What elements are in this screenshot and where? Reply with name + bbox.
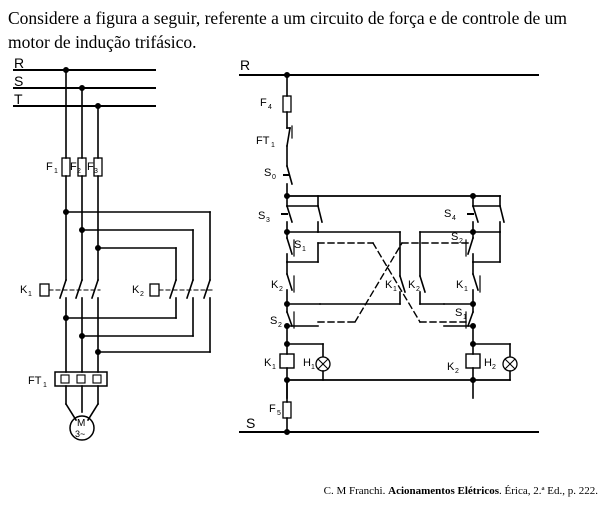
phase-label-s: S	[14, 73, 23, 89]
phase-label-t: T	[14, 91, 23, 107]
overload-relay-ft1	[54, 371, 108, 387]
button-s3	[281, 195, 294, 224]
label-s1-right: S	[455, 307, 462, 319]
label-ft1-control: FT	[256, 135, 270, 147]
svg-text:2: 2	[279, 286, 283, 293]
contact-k1-mid	[398, 274, 407, 294]
svg-text:3: 3	[266, 217, 270, 224]
svg-text:1: 1	[393, 286, 397, 293]
label-s3: S	[258, 210, 265, 222]
svg-text:1: 1	[311, 364, 315, 371]
citation-details: . Érica, 2.ª Ed., p. 222.	[499, 485, 598, 497]
contactor-k1	[39, 278, 101, 300]
label-s2-right: S	[451, 231, 458, 243]
label-s4: S	[444, 208, 451, 220]
motor-phase-label: 3~	[75, 429, 85, 439]
lamp-h1	[315, 356, 331, 372]
fuse-f1	[61, 157, 71, 177]
label-k2-coil: K	[447, 361, 455, 373]
label-f4: F	[260, 97, 267, 109]
fuse-f4	[282, 95, 292, 113]
button-s0	[283, 165, 293, 185]
label-k1-mid: K	[385, 279, 393, 291]
mechanical-link	[317, 242, 469, 323]
contact-k1-right	[471, 261, 481, 293]
label-f1: F	[46, 161, 53, 173]
svg-text:2: 2	[459, 238, 463, 245]
svg-text:2: 2	[278, 322, 282, 329]
control-label-r: R	[240, 57, 250, 73]
svg-text:1: 1	[302, 246, 306, 253]
label-s1-left: S	[294, 239, 301, 251]
phase-label-r: R	[14, 55, 24, 71]
svg-text:1: 1	[463, 314, 467, 321]
citation: C. M Franchi. Acionamentos Elétricos. Ér…	[324, 485, 598, 497]
svg-text:4: 4	[452, 215, 456, 222]
label-s2-left: S	[270, 315, 277, 327]
lamp-h2	[502, 356, 518, 372]
citation-author: C. M Franchi.	[323, 485, 386, 497]
svg-text:4: 4	[268, 104, 272, 111]
coil-k1	[279, 353, 295, 369]
citation-title: Acionamentos Elétricos	[388, 485, 500, 497]
label-k2-mid: K	[408, 279, 416, 291]
svg-text:2: 2	[140, 291, 144, 298]
label-k2-left: K	[271, 279, 279, 291]
label-f3: F	[87, 161, 94, 173]
svg-text:0: 0	[272, 174, 276, 181]
contactor-k2	[149, 278, 213, 300]
motor-symbol	[69, 415, 95, 441]
label-h2: H	[484, 357, 492, 369]
button-s4	[467, 195, 480, 224]
label-k1-power: K	[20, 284, 28, 296]
question-text: Considere a figura a seguir, referente a…	[8, 8, 568, 52]
coil-k2	[465, 353, 481, 369]
svg-text:2: 2	[77, 168, 81, 175]
contact-k2-left	[285, 261, 295, 293]
fuse-f5	[282, 401, 292, 419]
svg-text:2: 2	[455, 368, 459, 375]
button-s2-right	[465, 231, 475, 257]
motor-label: M	[77, 418, 85, 429]
label-ft1-power: FT	[28, 375, 42, 387]
svg-text:5: 5	[277, 410, 281, 417]
button-s1-left	[285, 231, 295, 257]
svg-text:2: 2	[416, 286, 420, 293]
label-s0: S	[264, 167, 271, 179]
label-h1: H	[303, 357, 311, 369]
svg-text:1: 1	[43, 382, 47, 389]
svg-text:1: 1	[464, 286, 468, 293]
svg-text:1: 1	[54, 168, 58, 175]
label-k1-right: K	[456, 279, 464, 291]
label-f5: F	[269, 403, 276, 415]
label-k2-power: K	[132, 284, 140, 296]
power-circuit	[13, 67, 213, 441]
label-k1-coil: K	[264, 357, 272, 369]
svg-text:1: 1	[272, 364, 276, 371]
contact-k2-mid	[418, 274, 427, 294]
contact-ft1	[286, 125, 293, 147]
svg-text:3: 3	[94, 168, 98, 175]
svg-text:2: 2	[492, 364, 496, 371]
svg-text:1: 1	[271, 142, 275, 149]
control-label-s: S	[246, 415, 255, 431]
svg-text:1: 1	[28, 291, 32, 298]
control-circuit	[239, 72, 539, 435]
label-f2: F	[70, 161, 77, 173]
